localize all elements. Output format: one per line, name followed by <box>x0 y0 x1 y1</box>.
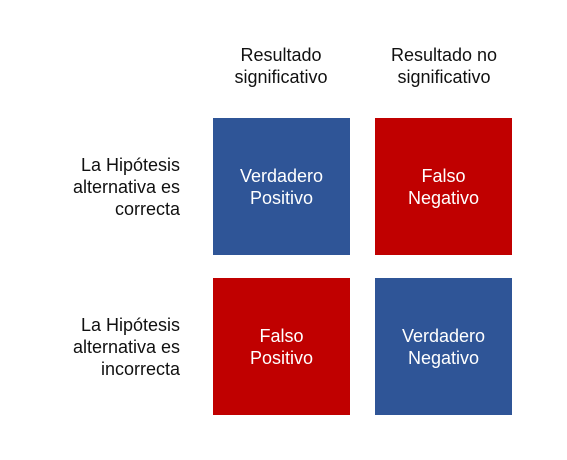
column-header-line: Resultado no <box>390 45 498 65</box>
row-header-line: correcta <box>114 199 180 219</box>
column-header-line: significativo <box>397 67 491 87</box>
row-header-line: alternativa es <box>72 337 180 357</box>
row-header-line: incorrecta <box>100 359 180 379</box>
cell-label: Falso Negativo <box>408 165 479 209</box>
cell-label-line: Negativo <box>407 347 480 368</box>
cell-false-positive: Falso Positivo <box>213 278 350 415</box>
cell-label-line: Verdadero <box>239 165 324 186</box>
cell-label-line: Verdadero <box>401 325 486 346</box>
cell-label-line: Falso <box>421 165 466 186</box>
row-header-incorrect: La Hipótesis alternativa es incorrecta <box>0 314 180 380</box>
row-header-correct: La Hipótesis alternativa es correcta <box>0 154 180 220</box>
column-header-not-significant: Resultado no significativo <box>359 44 529 88</box>
row-header-line: La Hipótesis <box>80 315 180 335</box>
cell-true-negative: Verdadero Negativo <box>375 278 512 415</box>
cell-label: Falso Positivo <box>250 325 313 369</box>
cell-label: Verdadero Positivo <box>240 165 323 209</box>
cell-label-line: Falso <box>259 325 304 346</box>
cell-label: Verdadero Negativo <box>402 325 485 369</box>
cell-false-negative: Falso Negativo <box>375 118 512 255</box>
column-header-significant: Resultado significativo <box>196 44 366 88</box>
cell-label-line: Positivo <box>249 187 313 208</box>
column-header-line: Resultado <box>240 45 322 65</box>
cell-label-line: Positivo <box>249 347 314 368</box>
row-header-line: alternativa es <box>72 177 180 197</box>
column-header-line: significativo <box>234 67 328 87</box>
row-header-line: La Hipótesis <box>80 155 180 175</box>
cell-label-line: Negativo <box>407 187 480 208</box>
cell-true-positive: Verdadero Positivo <box>213 118 350 255</box>
